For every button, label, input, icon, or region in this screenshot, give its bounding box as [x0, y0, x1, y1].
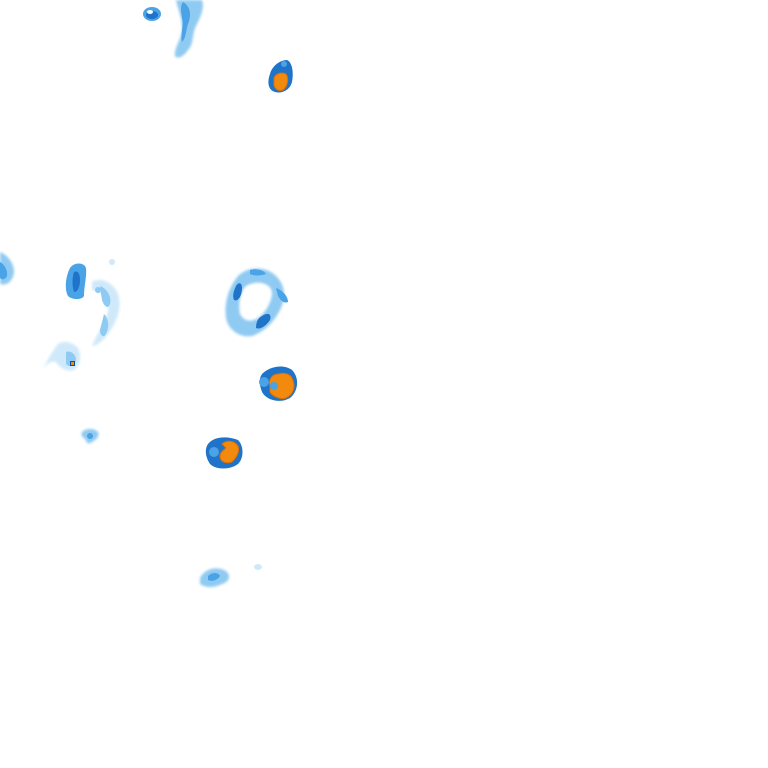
echo-cell-9 [200, 568, 230, 587]
echo-cell-10 [254, 564, 262, 570]
echo-cell-4 [42, 259, 120, 372]
echo-cell-2 [268, 60, 293, 93]
echo-cell-6 [259, 366, 298, 401]
echo-cell-8 [81, 429, 99, 444]
echo-cell-3 [0, 252, 14, 285]
echo-cell-7 [205, 437, 243, 469]
echo-cell-1 [143, 0, 203, 58]
echo-cell-5 [225, 268, 288, 337]
